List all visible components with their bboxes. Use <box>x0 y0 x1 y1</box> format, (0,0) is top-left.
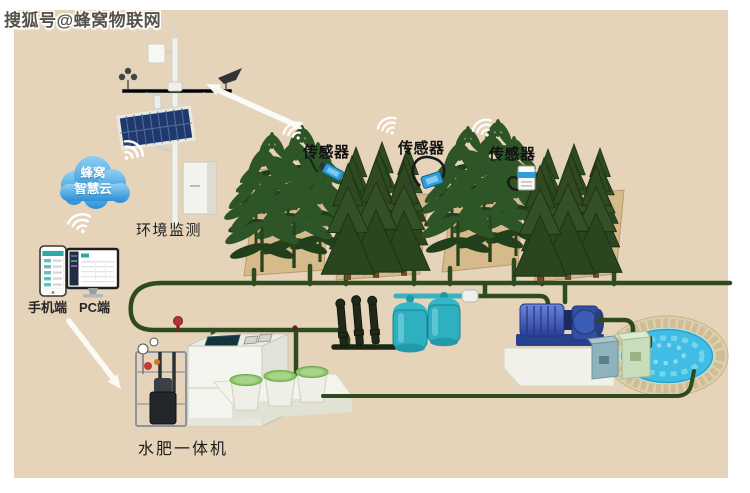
flow-arrows <box>66 84 301 389</box>
dosing-skid <box>135 337 187 427</box>
valve-manifold <box>331 295 399 350</box>
mobile-client-label: 手机端 <box>28 300 68 315</box>
field-control-boxes <box>587 330 651 380</box>
sensor-device-1 <box>305 155 344 181</box>
sensor-label-1: 传感器 <box>303 144 350 161</box>
anemometer <box>118 67 138 81</box>
arrow-to-machine-icon <box>66 318 121 389</box>
pc-icon <box>65 247 120 298</box>
cloud-label: 蜂窝 智慧云 <box>58 166 128 197</box>
rain-gauge <box>147 43 166 64</box>
small-valve <box>292 325 298 331</box>
dosing-pump <box>149 391 177 425</box>
weather-station-label: 环境监测 <box>136 222 203 239</box>
client-devices <box>39 245 120 298</box>
pipe-valves <box>173 316 298 331</box>
pipe-fitting <box>461 289 479 303</box>
return-pipe <box>321 369 696 398</box>
sensor-device-3 <box>507 165 536 192</box>
weather-station <box>116 26 242 227</box>
phone-icon <box>39 245 67 297</box>
fertigation-machine-label: 水肥一体机 <box>138 441 229 458</box>
filter-tank-2 <box>427 292 461 347</box>
pc-client-label: PC端 <box>79 300 111 315</box>
pressure-gauge <box>137 343 149 355</box>
fertilizer-tanks <box>229 366 329 411</box>
cloud-label-line1: 蜂窝 <box>80 166 106 180</box>
wind-vane <box>218 68 242 84</box>
sensor-label-3: 传感器 <box>489 146 536 163</box>
pump-station <box>503 303 615 387</box>
sensor-label-2: 传感器 <box>398 140 445 157</box>
red-valve <box>173 316 183 326</box>
filter-tank-1 <box>392 295 428 353</box>
watermark-text: 搜狐号@蜂窝物联网 <box>4 11 162 30</box>
sensor-device-2 <box>411 155 446 189</box>
filter-tanks <box>392 289 551 353</box>
fertilizer-tank-platform <box>212 366 353 420</box>
fertigation-machine <box>135 333 353 427</box>
arrow-to-station-icon <box>206 84 301 129</box>
field-sensors <box>305 155 536 192</box>
solar-panel <box>116 105 196 151</box>
cloud-label-line2: 智慧云 <box>74 181 112 196</box>
cloud-icon <box>60 156 130 209</box>
